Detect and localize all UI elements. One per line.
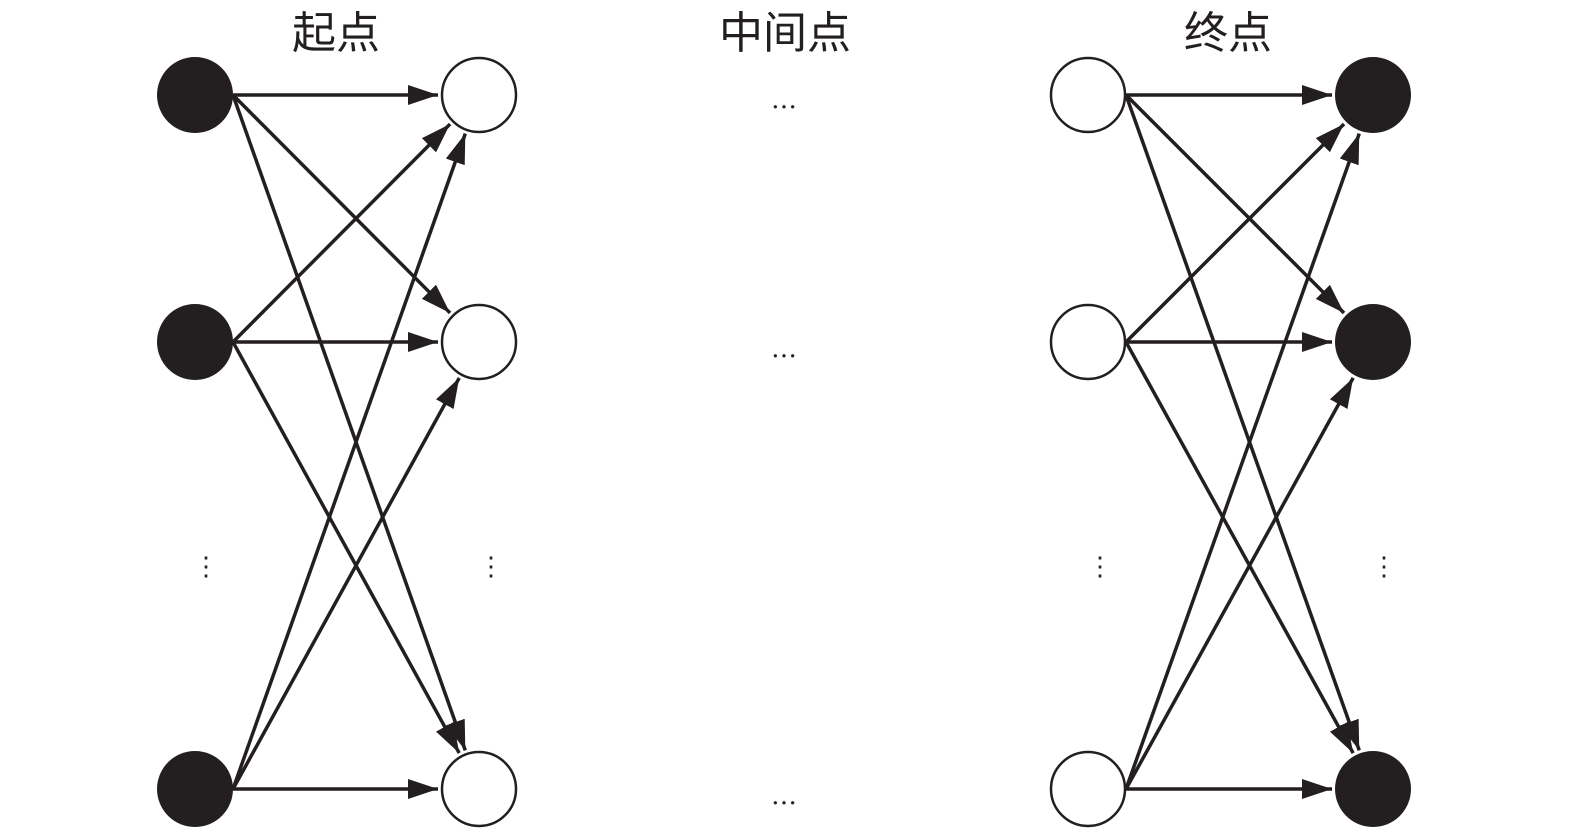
start-group-edge-arrow (231, 122, 452, 344)
vertical-ellipsis: ⋮ (1371, 552, 1397, 582)
middle-ellipsis: … (771, 85, 797, 115)
end-group-source-node (1049, 303, 1127, 381)
start-label: 起点 (292, 8, 380, 59)
start-group-source-node (157, 304, 233, 380)
end-group-target-node (1335, 751, 1411, 827)
middle-ellipsis: … (771, 334, 797, 364)
vertical-ellipsis: ⋮ (193, 552, 219, 582)
start-group-edge-arrow (231, 377, 461, 790)
end-group-source-node (1049, 56, 1127, 134)
end-group-edge-arrow (1124, 122, 1346, 344)
end-group-target-node (1335, 304, 1411, 380)
end-group-edge-arrow (1124, 94, 1361, 751)
end-group-edge-arrow (1124, 377, 1355, 790)
start-group-edge-arrow (231, 341, 461, 754)
end-group-edge-arrow (1124, 133, 1361, 790)
middle-ellipsis: … (771, 781, 797, 811)
end-label: 终点 (1184, 8, 1272, 59)
start-group-edge-arrow (231, 133, 467, 790)
start-group-target-node (440, 303, 518, 381)
start-group-target-node (440, 750, 518, 828)
end-group-edge-arrow (1124, 93, 1346, 315)
middle-label: 中间点 (719, 8, 851, 59)
start-group-edge-arrow (231, 93, 452, 315)
end-group-target-node (1335, 57, 1411, 133)
start-group-source-node (157, 751, 233, 827)
start-group-edge-arrow (231, 94, 467, 751)
start-group-target-node (440, 56, 518, 134)
end-group-source-node (1049, 750, 1127, 828)
vertical-ellipsis: ⋮ (1087, 552, 1113, 582)
vertical-ellipsis: ⋮ (478, 552, 504, 582)
start-group-source-node (157, 57, 233, 133)
end-group-edge-arrow (1124, 341, 1355, 754)
